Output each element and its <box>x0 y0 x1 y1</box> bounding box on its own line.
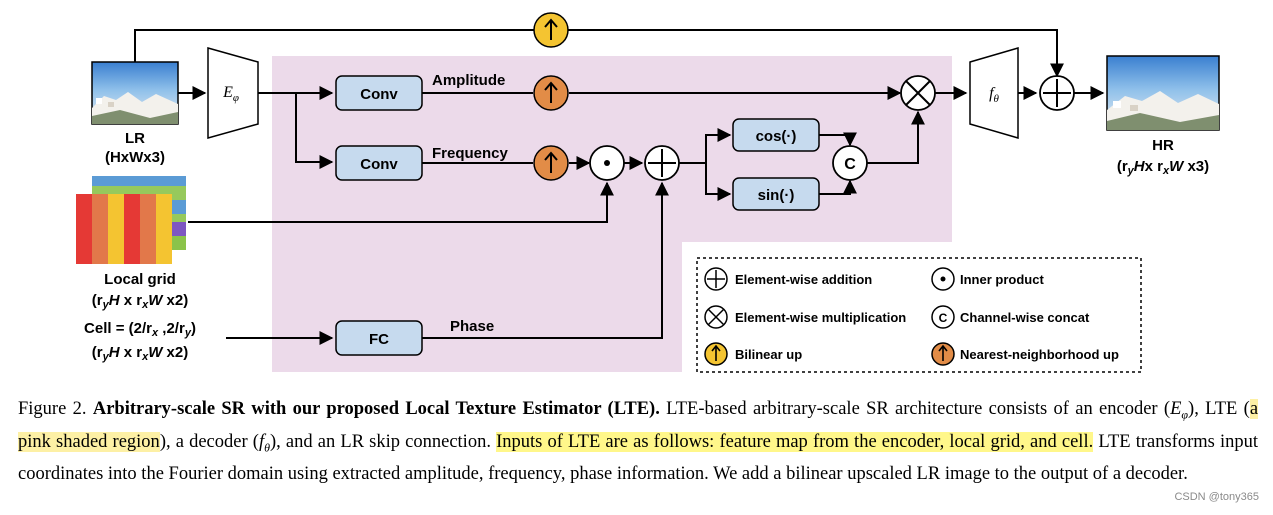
svg-text:C: C <box>939 311 948 325</box>
legend-nearest: Nearest-neighborhood up <box>960 347 1119 362</box>
local-grid-title: Local grid <box>104 271 176 288</box>
plus-circle-icon <box>704 267 728 291</box>
local-grid-dims: (ryH x rxW x2) <box>92 292 188 311</box>
c-circle-icon: C <box>832 145 868 181</box>
nearest-up-icon <box>931 342 955 366</box>
figure-caption: Figure 2. Arbitrary-scale SR with our pr… <box>18 396 1259 488</box>
decoder-block <box>969 47 1019 139</box>
hr-title: HR <box>1152 137 1174 154</box>
local-grid-image <box>76 176 186 264</box>
phase-label: Phase <box>450 318 494 335</box>
hr-image <box>1106 55 1220 131</box>
lr-title: LR <box>125 130 145 147</box>
dot-circle-icon <box>589 145 625 181</box>
skip-connection <box>134 29 1064 78</box>
lr-image <box>91 61 179 125</box>
highlight-inputs: Inputs of LTE are as follows: feature ma… <box>496 431 1094 452</box>
encoder-block <box>207 47 259 139</box>
caption-text: ), a decoder ( <box>159 431 259 452</box>
caption-text: ), and an LR skip connection. <box>270 431 491 452</box>
nearest-up-icon <box>533 75 569 111</box>
nearest-up-icon <box>533 145 569 181</box>
caption-title: Arbitrary-scale SR with our proposed Loc… <box>92 399 660 419</box>
caption-text: ), LTE ( <box>1188 399 1250 419</box>
legend-bilinear: Bilinear up <box>735 347 802 362</box>
frequency-label: Frequency <box>432 145 509 162</box>
legend-mult: Element-wise multiplication <box>735 310 906 325</box>
conv-frequency-label: Conv <box>360 156 398 173</box>
times-circle-icon <box>704 305 728 329</box>
caption-text: LTE-based arbitrary-scale SR architectur… <box>666 399 1171 419</box>
figure-number: Figure 2. <box>18 399 87 419</box>
caption-text: LTE transforms input coordinates into th… <box>18 431 1259 485</box>
times-circle-icon <box>900 75 936 111</box>
watermark: CSDN @tony365 <box>1174 491 1259 503</box>
lr-dims: (HxWx3) <box>105 149 165 166</box>
encoder-symbol: Eφ <box>1170 399 1189 422</box>
decoder-symbol: fθ <box>258 431 270 455</box>
dot-circle-icon <box>931 267 955 291</box>
hr-dims: (ryHx rxW x3) <box>1117 158 1209 177</box>
bilinear-up-icon <box>704 342 728 366</box>
legend-add: Element-wise addition <box>735 272 872 287</box>
decoder-label: fθ <box>989 85 999 105</box>
plus-circle-icon <box>1039 75 1075 111</box>
concat-label: C <box>844 156 856 173</box>
plus-circle-icon <box>644 145 680 181</box>
conv-amplitude-label: Conv <box>360 86 398 103</box>
bilinear-up-icon <box>533 12 569 48</box>
c-circle-icon: C <box>931 305 955 329</box>
legend-inner: Inner product <box>960 272 1044 287</box>
amplitude-label: Amplitude <box>432 72 505 89</box>
architecture-diagram: LR (HxWx3) Eφ Conv Conv Amplitude Freque… <box>76 12 1220 373</box>
cos-label: cos(·) <box>756 128 797 145</box>
legend-concat: Channel-wise concat <box>960 310 1090 325</box>
cell-formula: Cell = (2/rx ,2/ry) <box>84 320 196 339</box>
sin-label: sin(·) <box>758 187 795 204</box>
legend: Element-wise addition Inner product Elem… <box>696 257 1142 373</box>
cell-dims: (ryH x rxW x2) <box>92 344 188 363</box>
fc-label: FC <box>369 331 389 348</box>
